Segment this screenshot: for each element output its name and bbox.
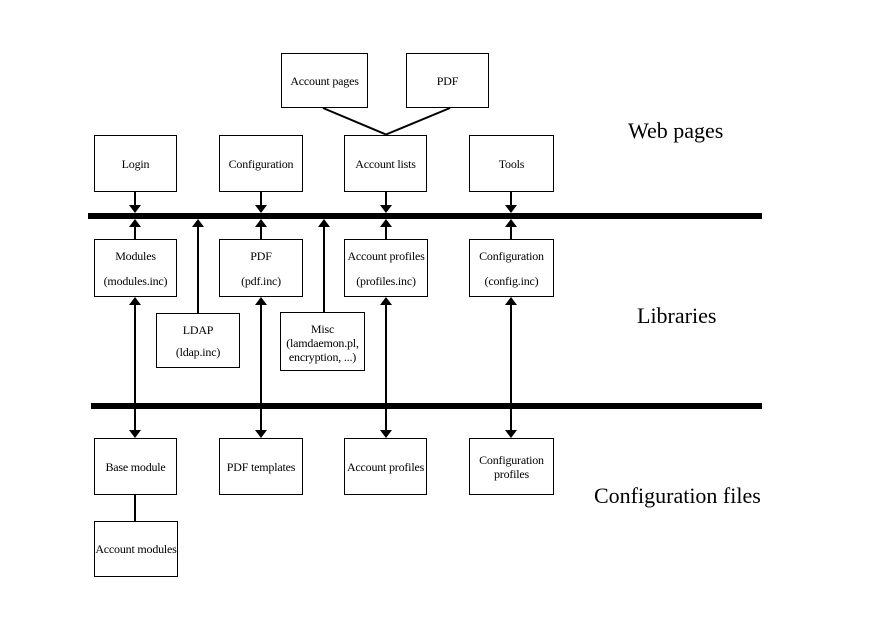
node-account-modules: Account modules <box>94 521 178 577</box>
node-pdf-templates-label: PDF templates <box>226 459 296 474</box>
node-configuration-profiles-line2: profiles <box>493 466 530 481</box>
connector-divider-account-profiles-lib-line <box>385 227 387 239</box>
node-tools-label: Tools <box>498 156 525 171</box>
node-misc-library: Misc (lamdaemon.pl, encryption, ...) <box>280 312 365 371</box>
node-ldap-library: LDAP (ldap.inc) <box>156 313 240 368</box>
node-account-profiles-files-label: Account profiles <box>346 459 425 474</box>
node-login-label: Login <box>121 156 150 171</box>
arrowhead-login-down <box>129 205 141 213</box>
node-pdf-page: PDF <box>406 53 489 108</box>
connector-tools-divider-line <box>510 192 512 206</box>
arrowhead-modules-up <box>129 219 141 227</box>
arrowhead-base-module-down <box>129 430 141 438</box>
node-configuration-library-title: Configuration <box>479 249 544 263</box>
arrowhead-pdf-templates-down <box>255 430 267 438</box>
connector-account-pages-account-lists <box>322 107 387 136</box>
section-label-configuration-files: Configuration files <box>594 483 761 508</box>
node-pdf-templates: PDF templates <box>219 438 303 495</box>
node-tools: Tools <box>469 135 554 192</box>
section-label-libraries: Libraries <box>637 303 717 328</box>
connector-configuration-divider-line <box>260 192 262 206</box>
node-ldap-library-title: LDAP <box>182 323 214 337</box>
node-pdf-library-file: (pdf.inc) <box>241 274 281 288</box>
connector-account-lists-divider-line <box>385 192 387 206</box>
connector-login-divider-line <box>134 192 136 206</box>
node-account-pages-label: Account pages <box>290 73 359 88</box>
node-account-profiles-library-title: Account profiles <box>347 249 425 263</box>
divider-libraries-config <box>91 403 762 409</box>
node-account-profiles-files: Account profiles <box>344 438 427 495</box>
node-misc-library-detail-line2: encryption, ...) <box>288 350 357 364</box>
connector-pdf-lib-pdf-templates-line <box>260 305 262 431</box>
node-account-profiles-library: Account profiles (profiles.inc) <box>344 239 428 297</box>
node-pdf-library-title: PDF <box>250 249 272 263</box>
arrowhead-pdf-lib-bottom-up <box>255 297 267 305</box>
node-account-modules-label: Account modules <box>95 542 177 556</box>
arrowhead-modules-bottom-up <box>129 297 141 305</box>
node-base-module: Base module <box>94 438 177 495</box>
arrowhead-configuration-profiles-down <box>505 430 517 438</box>
node-account-pages: Account pages <box>281 53 368 108</box>
arrowhead-configuration-lib-up <box>505 219 517 227</box>
node-configuration-page: Configuration <box>219 135 303 192</box>
arrowhead-configuration-lib-bottom-up <box>505 297 517 305</box>
arrowhead-account-profiles-lib-up <box>380 219 392 227</box>
arrowhead-ldap-up <box>192 219 204 227</box>
connector-pdf-page-account-lists <box>385 107 451 136</box>
connector-divider-modules-line <box>134 227 136 239</box>
node-account-lists-label: Account lists <box>355 156 416 171</box>
connector-divider-ldap-line <box>197 227 199 313</box>
node-modules-library-file: (modules.inc) <box>103 274 168 288</box>
node-misc-library-title: Misc <box>310 322 335 336</box>
node-configuration-library: Configuration (config.inc) <box>469 239 554 297</box>
arrowhead-account-profiles-files-down <box>380 430 392 438</box>
node-ldap-library-file: (ldap.inc) <box>175 345 221 359</box>
arrowhead-pdf-lib-up <box>255 219 267 227</box>
node-pdf-page-label: PDF <box>436 73 459 88</box>
node-configuration-library-file: (config.inc) <box>484 274 539 288</box>
node-account-profiles-library-file: (profiles.inc) <box>356 274 416 288</box>
connector-base-module-account-modules-line <box>134 495 136 521</box>
connector-divider-pdf-lib-line <box>260 227 262 239</box>
node-login: Login <box>94 135 177 192</box>
node-account-lists: Account lists <box>344 135 427 192</box>
arrowhead-misc-up <box>318 219 330 227</box>
divider-web-libraries <box>88 213 762 219</box>
connector-configuration-lib-profiles-line <box>510 305 512 431</box>
node-pdf-library: PDF (pdf.inc) <box>219 239 303 297</box>
node-configuration-page-label: Configuration <box>228 156 294 171</box>
arrowhead-configuration-down <box>255 205 267 213</box>
node-modules-library-title: Modules <box>115 249 156 263</box>
node-misc-library-detail: (lamdaemon.pl, encryption, ...) <box>286 336 359 364</box>
connector-account-profiles-lib-files-line <box>385 305 387 431</box>
arrowhead-account-profiles-lib-bottom-up <box>380 297 392 305</box>
node-configuration-profiles: Configuration profiles <box>469 438 554 495</box>
section-label-web-pages: Web pages <box>628 118 724 143</box>
arrowhead-tools-down <box>505 205 517 213</box>
connector-divider-misc-line <box>323 227 325 312</box>
arrowhead-account-lists-down <box>380 205 392 213</box>
connector-divider-configuration-lib-line <box>510 227 512 239</box>
node-modules-library: Modules (modules.inc) <box>94 239 177 297</box>
connector-modules-base-module-line <box>134 305 136 431</box>
node-configuration-profiles-line1: Configuration <box>479 452 544 467</box>
node-base-module-label: Base module <box>105 459 166 474</box>
node-misc-library-detail-line1: (lamdaemon.pl, <box>286 336 359 350</box>
